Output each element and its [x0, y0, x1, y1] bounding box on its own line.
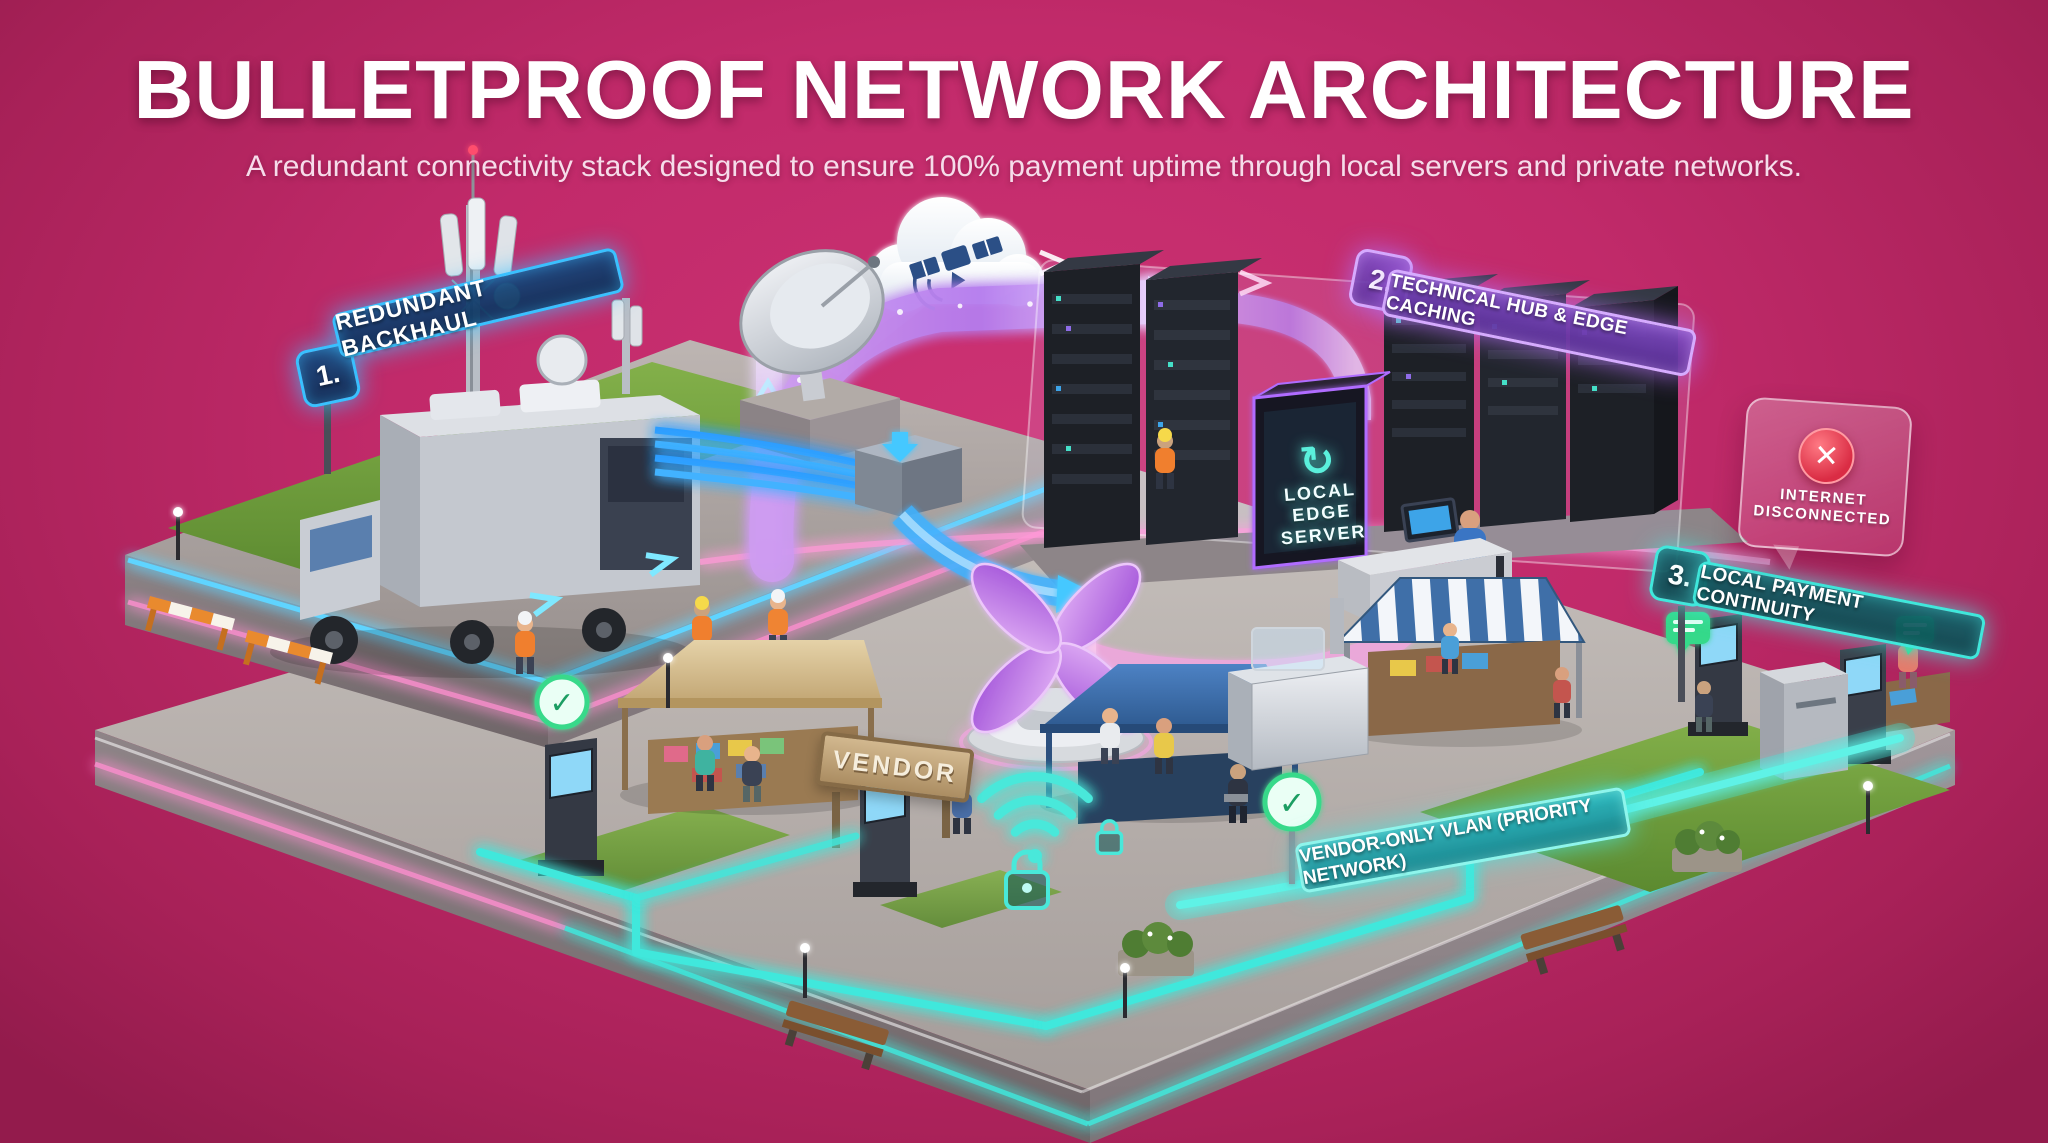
lamp-post — [173, 507, 183, 560]
check-icon: ✓ — [549, 686, 574, 721]
padlock-icon — [1004, 849, 1050, 910]
bench — [1520, 905, 1628, 975]
lamp-post — [800, 943, 810, 998]
planter — [1672, 821, 1742, 872]
junction-box — [855, 432, 962, 517]
check-icon: ✓ — [1279, 784, 1306, 822]
page-title: BULLETPROOF NETWORK ARCHITECTURE — [133, 43, 1915, 136]
payment-kiosk — [538, 738, 604, 876]
edge-server-cabinet — [1252, 371, 1391, 570]
lamp-post — [1863, 781, 1873, 834]
padlock-icon — [1095, 819, 1124, 856]
callout-number: 1. — [313, 356, 343, 393]
market-visitors — [695, 623, 1918, 834]
payment-kiosks — [538, 614, 1891, 897]
local-edge-server-label: ↻ LOCAL EDGE SERVER — [1265, 424, 1376, 562]
error-x-icon: ✕ — [1796, 426, 1857, 487]
secure-wifi-icon — [977, 772, 1093, 863]
operator-person — [1460, 510, 1480, 530]
vendor-sign-label: VENDOR — [831, 744, 959, 789]
striped-tent — [1335, 577, 1586, 747]
server-racks — [1020, 250, 1748, 622]
disconnected-line2: DISCONNECTED — [1752, 502, 1892, 529]
check-badge: ✓ — [534, 674, 590, 730]
cross-glyph: ✕ — [1812, 437, 1841, 475]
header: BULLETPROOF NETWORK ARCHITECTURE A redun… — [0, 42, 2048, 184]
callout1-pole — [324, 402, 331, 474]
bench — [781, 1000, 889, 1071]
street-furniture — [173, 507, 1873, 1071]
callout-number: 3. — [1665, 558, 1695, 593]
planter — [1118, 922, 1194, 976]
lamp-post — [1120, 963, 1130, 1018]
traffic-barrier — [243, 630, 334, 685]
network-truck — [270, 298, 700, 678]
refresh-icon: ↻ — [1297, 434, 1337, 487]
internet-disconnected-sign: ✕ INTERNET DISCONNECTED — [1736, 396, 1914, 558]
traffic-barrier — [145, 596, 236, 651]
food-cart — [1228, 598, 1369, 771]
check-badge: ✓ — [1262, 772, 1322, 884]
page-subtitle: A redundant connectivity stack designed … — [246, 150, 1802, 183]
callout3-pole — [1678, 606, 1685, 702]
lamp-post — [663, 653, 673, 708]
